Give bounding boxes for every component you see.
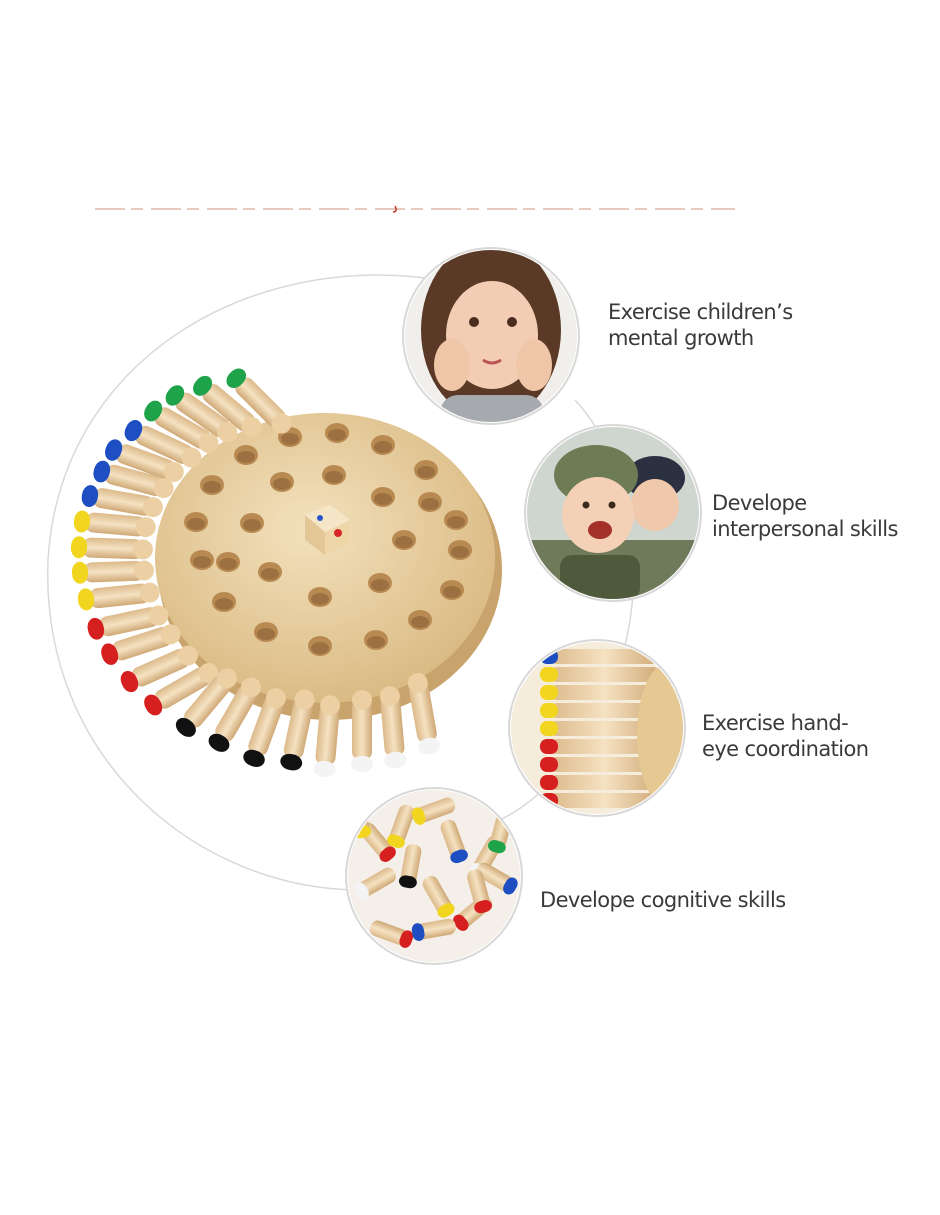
decorative-arc	[47, 274, 441, 891]
peg	[379, 686, 407, 769]
peg	[101, 624, 181, 665]
peg	[550, 721, 660, 736]
peg	[387, 804, 415, 849]
wooden-board	[155, 413, 502, 720]
scattered-pegs-photo	[345, 787, 523, 965]
peg	[550, 757, 660, 772]
peg	[411, 918, 456, 942]
peg	[124, 419, 202, 468]
peg	[165, 385, 238, 443]
peg	[243, 688, 286, 767]
peg	[120, 645, 198, 693]
peg	[71, 560, 154, 584]
peg	[550, 775, 660, 790]
dice	[305, 505, 350, 555]
peg	[70, 536, 153, 560]
peg	[467, 869, 492, 914]
peg	[175, 668, 237, 737]
peg	[73, 510, 156, 538]
peg	[398, 844, 422, 889]
girl-thinking-photo	[402, 247, 580, 425]
peg	[550, 667, 660, 682]
peg	[440, 819, 468, 864]
peg	[550, 685, 660, 700]
peg	[208, 677, 261, 752]
peg	[354, 867, 396, 900]
colored-pegs-closeup-photo	[508, 639, 686, 817]
peg-row	[70, 368, 440, 778]
peg	[87, 605, 169, 640]
peg	[422, 876, 455, 918]
peg	[407, 673, 440, 755]
peg	[411, 797, 456, 825]
feature-label-cognitive-skills: Develope cognitive skills	[540, 888, 786, 912]
kids-laughing-photo	[524, 424, 702, 602]
peg	[351, 690, 373, 772]
peg	[550, 793, 660, 808]
peg	[280, 689, 315, 771]
peg	[550, 703, 660, 718]
peg	[476, 862, 518, 895]
peg	[313, 695, 341, 778]
peg	[550, 739, 660, 754]
peg	[77, 582, 160, 611]
faint-header-line	[95, 205, 735, 213]
feature-label-mental-growth: Exercise children’s mental growth	[608, 300, 793, 350]
peg	[226, 368, 292, 434]
peg	[105, 439, 184, 482]
feature-label-hand-eye-coordination: Exercise hand- eye coordination	[702, 711, 869, 761]
peg	[144, 663, 219, 716]
peg	[81, 485, 163, 518]
peg	[193, 375, 262, 437]
peg	[550, 649, 660, 664]
peg	[144, 400, 219, 453]
feature-label-interpersonal-skills: Develope interpersonal skills	[712, 491, 898, 541]
peg	[93, 460, 174, 499]
peg	[369, 920, 414, 948]
board-holes	[184, 423, 472, 656]
